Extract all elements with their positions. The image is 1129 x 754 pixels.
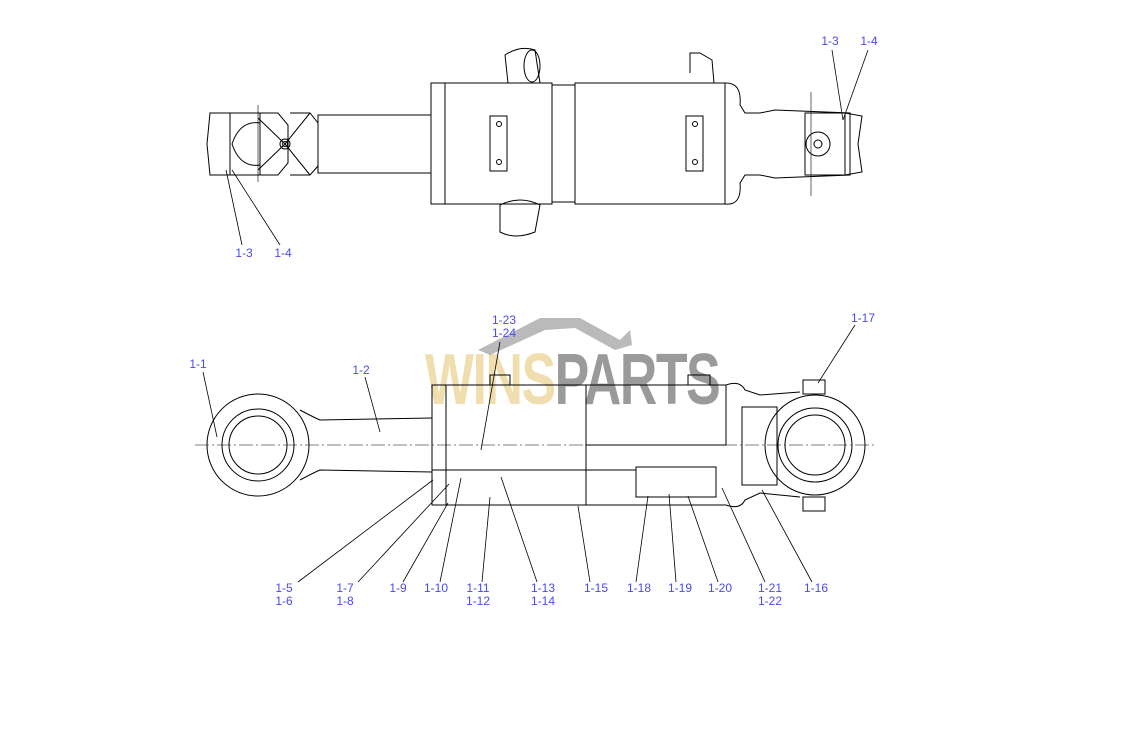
winsparts-watermark: WINSPARTS xyxy=(425,344,721,416)
callout-text: 1-21 xyxy=(757,581,783,595)
callout-text: 1-23 xyxy=(491,313,517,327)
callout-1-18: 1-18 xyxy=(626,581,652,595)
watermark-part2: PARTS xyxy=(554,340,721,420)
callout-1-20: 1-20 xyxy=(707,581,733,595)
leader-lines xyxy=(202,49,869,583)
callout-1-15: 1-15 xyxy=(583,581,609,595)
callout-1-1: 1-1 xyxy=(189,357,207,371)
callout-text: 1-5 xyxy=(275,581,293,595)
callout-1-17: 1-17 xyxy=(850,311,876,325)
callout-1-3-top-left: 1-3 xyxy=(235,246,253,260)
top-view xyxy=(206,47,863,237)
callout-1-2: 1-2 xyxy=(352,363,370,377)
callout-text: 1-7 xyxy=(336,581,354,595)
callout-1-9: 1-9 xyxy=(389,581,407,595)
callout-1-16: 1-16 xyxy=(803,581,829,595)
callout-text: 1-11 xyxy=(466,581,490,595)
callout-1-3-top-right: 1-3 xyxy=(821,34,839,48)
callout-text: 1-8 xyxy=(336,594,354,608)
callout-1-4-top-left: 1-4 xyxy=(274,246,292,260)
callout-1-4-top-right: 1-4 xyxy=(860,34,878,48)
watermark-part1: WINS xyxy=(425,340,556,420)
callout-1-10: 1-10 xyxy=(423,581,449,595)
callout-text: 1-6 xyxy=(275,594,293,608)
callout-text: 1-24 xyxy=(491,326,517,340)
callout-text: 1-12 xyxy=(465,594,491,608)
callout-text: 1-22 xyxy=(757,594,783,608)
callout-text: 1-14 xyxy=(530,594,556,608)
excavator-watermark-icon xyxy=(478,318,632,355)
section-view xyxy=(195,374,875,512)
callout-1-19: 1-19 xyxy=(667,581,693,595)
callout-text: 1-13 xyxy=(530,581,556,595)
